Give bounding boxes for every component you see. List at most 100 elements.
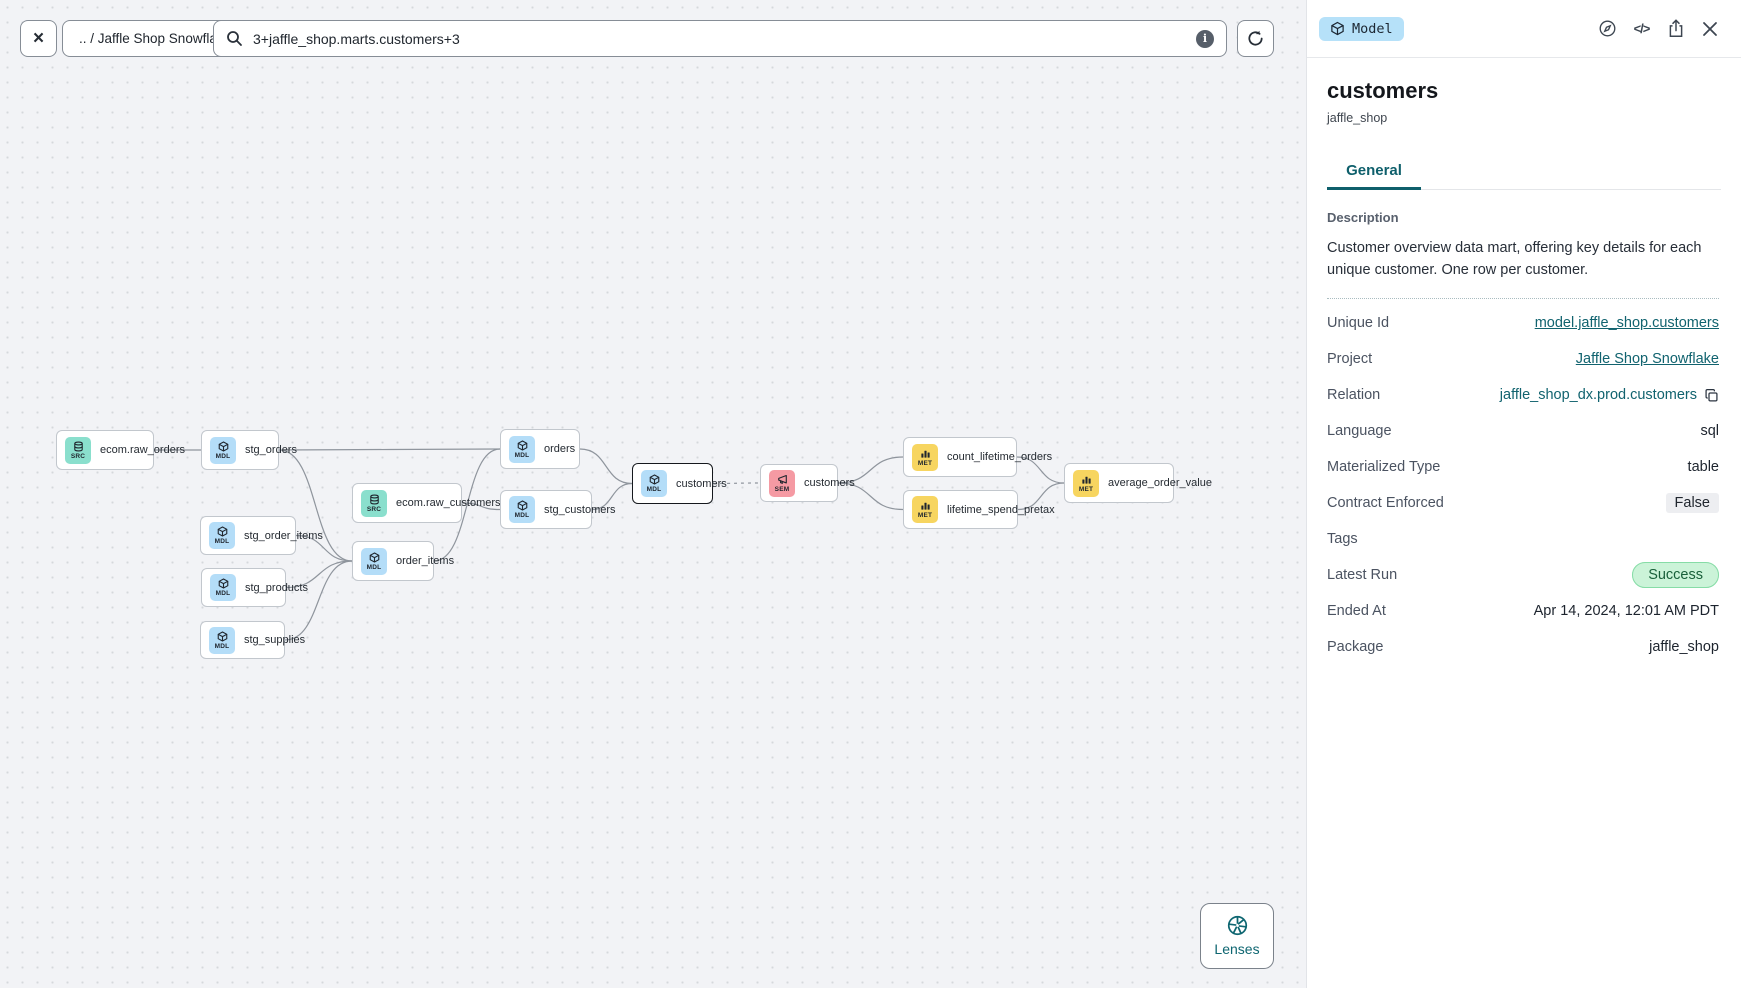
lenses-button[interactable]: Lenses: [1200, 903, 1274, 969]
resource-type-badge: Model: [1319, 16, 1404, 41]
graph-node-customers[interactable]: MDL customers: [632, 463, 727, 504]
edge-customers-to-customers_sem: [712, 482, 761, 485]
node-type-badge-mdl: MDL: [509, 496, 535, 523]
lineage-search: i: [213, 20, 1227, 57]
graph-node-stg_order_items[interactable]: MDL stg_order_items: [200, 516, 323, 555]
node-label: customers: [676, 477, 727, 490]
field-value: Success: [1632, 562, 1719, 588]
field-label: Contract Enforced: [1327, 495, 1444, 511]
search-input[interactable]: [253, 30, 1196, 47]
close-lineage-button[interactable]: ×: [20, 20, 57, 57]
node-type-badge-mdl: MDL: [209, 522, 235, 549]
status-badge: Success: [1632, 562, 1719, 588]
field-label: Tags: [1327, 531, 1358, 547]
model-cube-icon: [517, 500, 528, 511]
metric-icon: [920, 500, 931, 511]
graph-node-raw_customers[interactable]: SRC ecom.raw_customers: [352, 483, 501, 523]
database-icon: [73, 440, 84, 452]
field-value: sql: [1700, 423, 1719, 439]
field-value: False: [1665, 493, 1719, 513]
field-label: Package: [1327, 639, 1384, 655]
field-row-relation: Relation jaffle_shop_dx.prod.customers: [1327, 377, 1719, 413]
field-value: jaffle_shop: [1649, 639, 1719, 655]
graph-node-lifetime_spend[interactable]: MET lifetime_spend_pretax: [903, 490, 1055, 529]
edge-stg_orders-to-order_items: [278, 449, 353, 562]
details-panel: Model </> customers jaffle_shop General: [1306, 0, 1741, 988]
section-divider: [1327, 298, 1719, 299]
graph-node-stg_supplies[interactable]: MDL stg_supplies: [200, 621, 305, 659]
tab-general[interactable]: General: [1327, 153, 1421, 190]
edge-customers_sem-to-lifetime_spend: [837, 482, 904, 511]
node-type-badge-sem: SEM: [769, 469, 795, 497]
node-type-badge-mdl: MDL: [210, 436, 236, 464]
panel-content: Description Customer overview data mart,…: [1307, 190, 1741, 665]
fields-list: Unique Id model.jaffle_shop.customers Pr…: [1327, 305, 1719, 665]
edge-lifetime_spend-to-avg_order_value: [1017, 482, 1065, 511]
node-label: ecom.raw_customers: [396, 497, 501, 509]
node-type-badge-mdl: MDL: [641, 470, 667, 497]
lenses-label: Lenses: [1214, 941, 1260, 957]
explore-compass-icon[interactable]: [1598, 19, 1617, 38]
field-label: Language: [1327, 423, 1392, 439]
lenses-aperture-icon: [1227, 915, 1248, 936]
graph-node-order_items[interactable]: MDL order_items: [352, 541, 454, 581]
graph-node-avg_order_value[interactable]: MET average_order_value: [1064, 463, 1212, 503]
edge-orders-to-customers: [579, 448, 633, 485]
refresh-icon: [1246, 29, 1265, 48]
cube-icon: [1330, 21, 1345, 36]
search-icon: [226, 30, 243, 47]
edge-raw_customers-to-stg_customers: [461, 502, 501, 511]
info-icon[interactable]: i: [1196, 29, 1214, 48]
field-row-latest-run: Latest Run Success: [1327, 557, 1719, 593]
panel-tabs: General: [1327, 153, 1721, 190]
model-cube-icon: [369, 551, 380, 563]
field-row-project: Project Jaffle Shop Snowflake: [1327, 341, 1719, 377]
graph-node-raw_orders[interactable]: SRC ecom.raw_orders: [56, 430, 185, 470]
edge-stg_order_items-to-order_items: [295, 534, 353, 562]
database-icon: [369, 493, 380, 505]
field-row-package: Package jaffle_shop: [1327, 629, 1719, 665]
close-panel-icon[interactable]: [1700, 19, 1719, 38]
package-subtitle: jaffle_shop: [1327, 111, 1388, 125]
share-icon[interactable]: [1666, 19, 1685, 38]
field-row-language: Language sql: [1327, 413, 1719, 449]
view-code-icon[interactable]: </>: [1633, 21, 1651, 36]
graph-node-count_lifetime[interactable]: MET count_lifetime_orders: [903, 437, 1052, 477]
node-type-badge-mdl: MDL: [209, 626, 235, 654]
lineage-edges: [153, 448, 1065, 641]
model-cube-icon: [517, 439, 528, 451]
model-cube-icon: [217, 630, 228, 642]
field-value: Apr 14, 2024, 12:01 AM PDT: [1533, 603, 1719, 619]
node-label: stg_order_items: [244, 529, 323, 542]
edge-stg_supplies-to-order_items: [284, 560, 353, 641]
graph-node-stg_orders[interactable]: MDL stg_orders: [201, 430, 297, 470]
model-cube-icon: [649, 474, 660, 485]
lineage-canvas[interactable]: SRC ecom.raw_orders MDL stg_orders SRC e…: [0, 0, 1306, 988]
graph-node-customers_sem[interactable]: SEM customers: [760, 464, 855, 502]
edge-stg_customers-to-customers: [591, 482, 633, 511]
field-row-unique-id: Unique Id model.jaffle_shop.customers: [1327, 305, 1719, 341]
graph-node-stg_customers[interactable]: MDL stg_customers: [500, 490, 616, 529]
model-cube-icon: [218, 440, 229, 452]
field-label: Relation: [1327, 387, 1381, 403]
node-label: lifetime_spend_pretax: [947, 503, 1055, 516]
metric-icon: [1081, 474, 1092, 485]
node-label: stg_customers: [544, 503, 616, 516]
node-label: order_items: [396, 555, 455, 567]
edge-order_items-to-orders: [433, 448, 501, 562]
description-heading: Description: [1327, 210, 1399, 225]
node-label: orders: [544, 443, 576, 455]
field-row-contract-enforced: Contract Enforced False: [1327, 485, 1719, 521]
graph-node-orders[interactable]: MDL orders: [500, 429, 580, 469]
graph-node-stg_products[interactable]: MDL stg_products: [201, 568, 308, 607]
node-type-badge-mdl: MDL: [509, 435, 535, 463]
refresh-button[interactable]: [1237, 20, 1274, 57]
field-value-link[interactable]: jaffle_shop_dx.prod.customers: [1499, 387, 1697, 403]
node-label: ecom.raw_orders: [100, 444, 185, 456]
panel-header: Model </>: [1307, 0, 1741, 58]
field-value-link[interactable]: Jaffle Shop Snowflake: [1575, 351, 1719, 367]
copy-icon[interactable]: [1704, 388, 1719, 403]
field-value-link[interactable]: model.jaffle_shop.customers: [1534, 315, 1719, 331]
node-type-badge-met: MET: [912, 443, 938, 471]
